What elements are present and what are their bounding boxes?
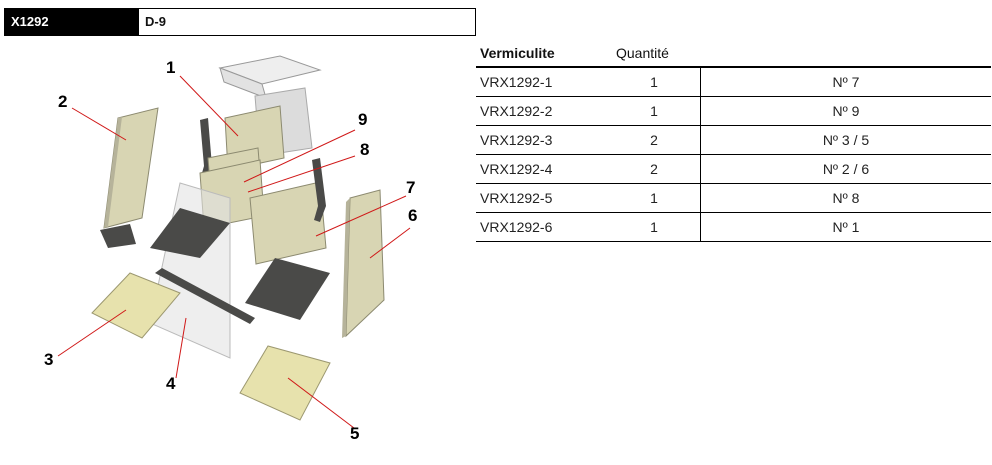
- exploded-diagram: 1 2 3 4 5 6 7 8 9: [30, 48, 440, 458]
- panel-part-3: [91, 272, 181, 339]
- callout-2: 2: [58, 92, 68, 111]
- col-header-part: Vermiculite: [476, 42, 608, 68]
- panel-part-6: [342, 189, 385, 338]
- position: Nº 9: [700, 96, 991, 126]
- table-row: VRX1292-1 1 Nº 7: [476, 67, 991, 97]
- callout-7: 7: [406, 178, 416, 197]
- quantity: 1: [608, 67, 701, 97]
- part-number: VRX1292-6: [476, 212, 608, 242]
- callout-9: 9: [358, 110, 368, 129]
- col-header-pos: [700, 42, 991, 68]
- callout-6: 6: [408, 206, 418, 225]
- model-name: D-9: [139, 9, 475, 35]
- position: Nº 1: [700, 212, 991, 242]
- exploded-diagram-svg: [57, 55, 411, 429]
- table-row: VRX1292-2 1 Nº 9: [476, 96, 991, 126]
- position: Nº 2 / 6: [700, 154, 991, 184]
- table-row: VRX1292-5 1 Nº 8: [476, 183, 991, 213]
- part-number: VRX1292-3: [476, 125, 608, 155]
- bracket-right: [312, 158, 326, 222]
- table-row: VRX1292-6 1 Nº 1: [476, 212, 991, 242]
- position: Nº 7: [700, 67, 991, 97]
- part-number: VRX1292-1: [476, 67, 608, 97]
- panel-part-7: [249, 181, 327, 265]
- clamp-left: [100, 224, 136, 248]
- tray-right: [245, 258, 330, 320]
- part-number: VRX1292-2: [476, 96, 608, 126]
- panel-part-5: [239, 345, 331, 421]
- part-number: VRX1292-5: [476, 183, 608, 213]
- callout-8: 8: [360, 140, 370, 159]
- leader-lines: [57, 75, 411, 429]
- callout-3: 3: [44, 350, 54, 369]
- parts-table: Vermiculite Quantité VRX1292-1 1 Nº 7 VR…: [476, 42, 991, 242]
- quantity: 1: [608, 212, 701, 242]
- position: Nº 3 / 5: [700, 125, 991, 155]
- product-code: X1292: [5, 9, 139, 35]
- tray-left: [150, 208, 230, 258]
- callout-1: 1: [166, 58, 176, 77]
- quantity: 1: [608, 183, 701, 213]
- quantity: 1: [608, 96, 701, 126]
- panel-part-2: [103, 107, 159, 229]
- callout-5: 5: [350, 424, 360, 443]
- quantity: 2: [608, 154, 701, 184]
- col-header-qty: Quantité: [608, 42, 701, 68]
- table-header-row: Vermiculite Quantité: [476, 42, 991, 68]
- table-row: VRX1292-3 2 Nº 3 / 5: [476, 125, 991, 155]
- quantity: 2: [608, 125, 701, 155]
- header-bar: X1292 D-9: [4, 8, 476, 36]
- bar-part: [155, 268, 255, 324]
- part-number: VRX1292-4: [476, 154, 608, 184]
- callout-4: 4: [166, 374, 176, 393]
- position: Nº 8: [700, 183, 991, 213]
- table-row: VRX1292-4 2 Nº 2 / 6: [476, 154, 991, 184]
